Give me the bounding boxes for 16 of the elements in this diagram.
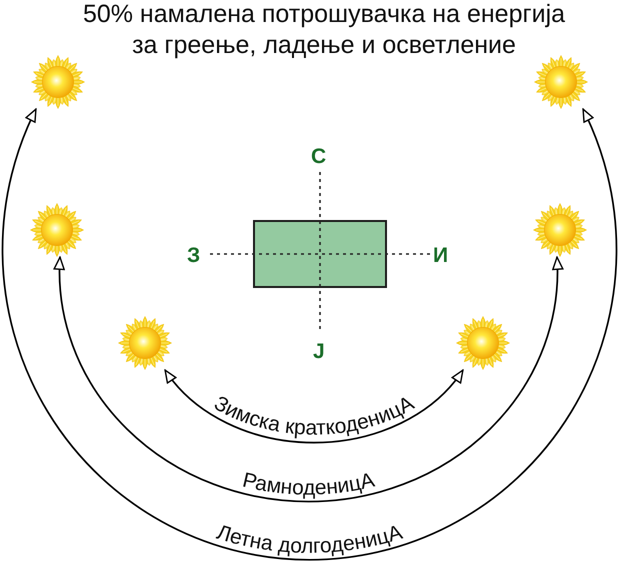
sun-icon (534, 55, 588, 109)
edge-label: Летна долгоденицА (214, 520, 405, 558)
arrow (164, 369, 464, 444)
compass-letter: Ј (313, 341, 325, 363)
sun-icon (118, 316, 172, 370)
arrow (54, 256, 563, 502)
sun-icon (30, 203, 84, 257)
edge-label: РамноденицА (240, 468, 377, 500)
sun-icon (456, 316, 510, 370)
title: 50% намалена потрошувачка на енергија за греење, ладење и осветление (82, 0, 566, 61)
sun-icon (533, 203, 587, 257)
compass-letter: И (433, 245, 448, 267)
sun-icon (31, 55, 85, 109)
arrow (2, 108, 617, 560)
compass-letter: З (187, 245, 200, 267)
compass-letter: С (311, 146, 326, 168)
